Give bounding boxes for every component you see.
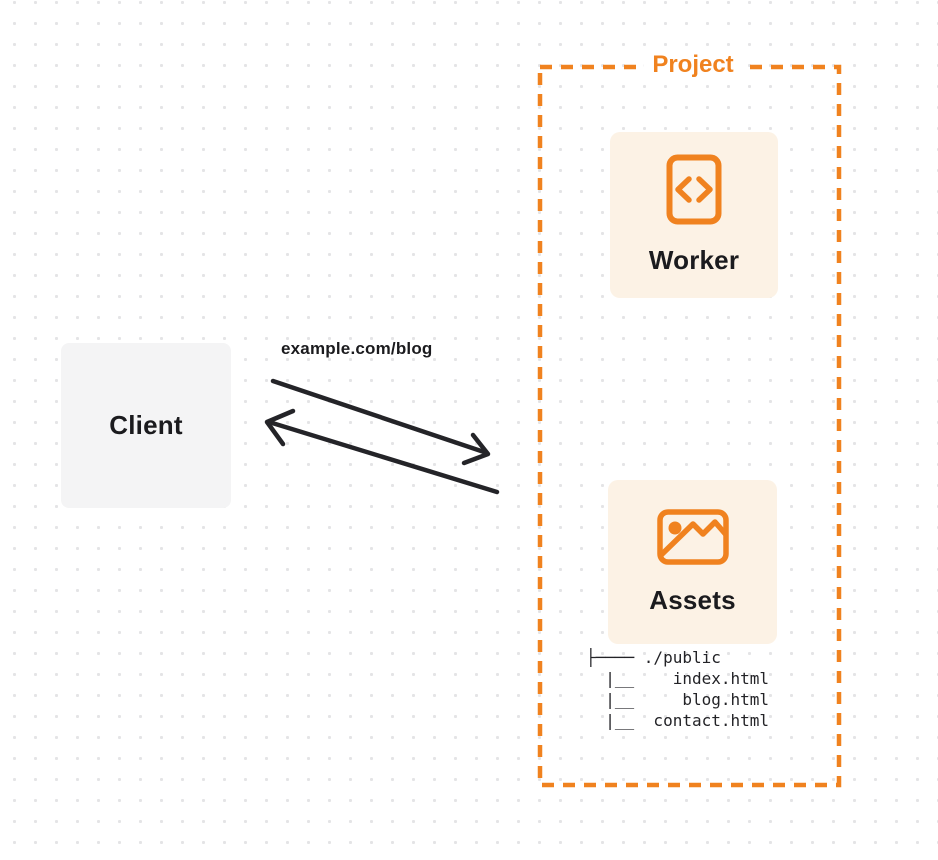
worker-node: Worker	[610, 132, 778, 298]
project-label: Project	[643, 49, 743, 80]
client-label: Client	[109, 410, 183, 440]
worker-label: Worker	[648, 245, 740, 275]
code-document-icon	[666, 154, 722, 225]
response-arrow	[264, 408, 500, 495]
request-arrow	[270, 378, 491, 466]
assets-file-tree: ├──── ./public |__ index.html |__ blog.h…	[586, 648, 770, 730]
client-node: Client	[61, 343, 231, 508]
assets-node: Assets	[608, 480, 777, 644]
image-icon	[656, 508, 729, 565]
assets-label: Assets	[649, 584, 736, 615]
request-url-label: example.com/blog	[281, 339, 433, 358]
